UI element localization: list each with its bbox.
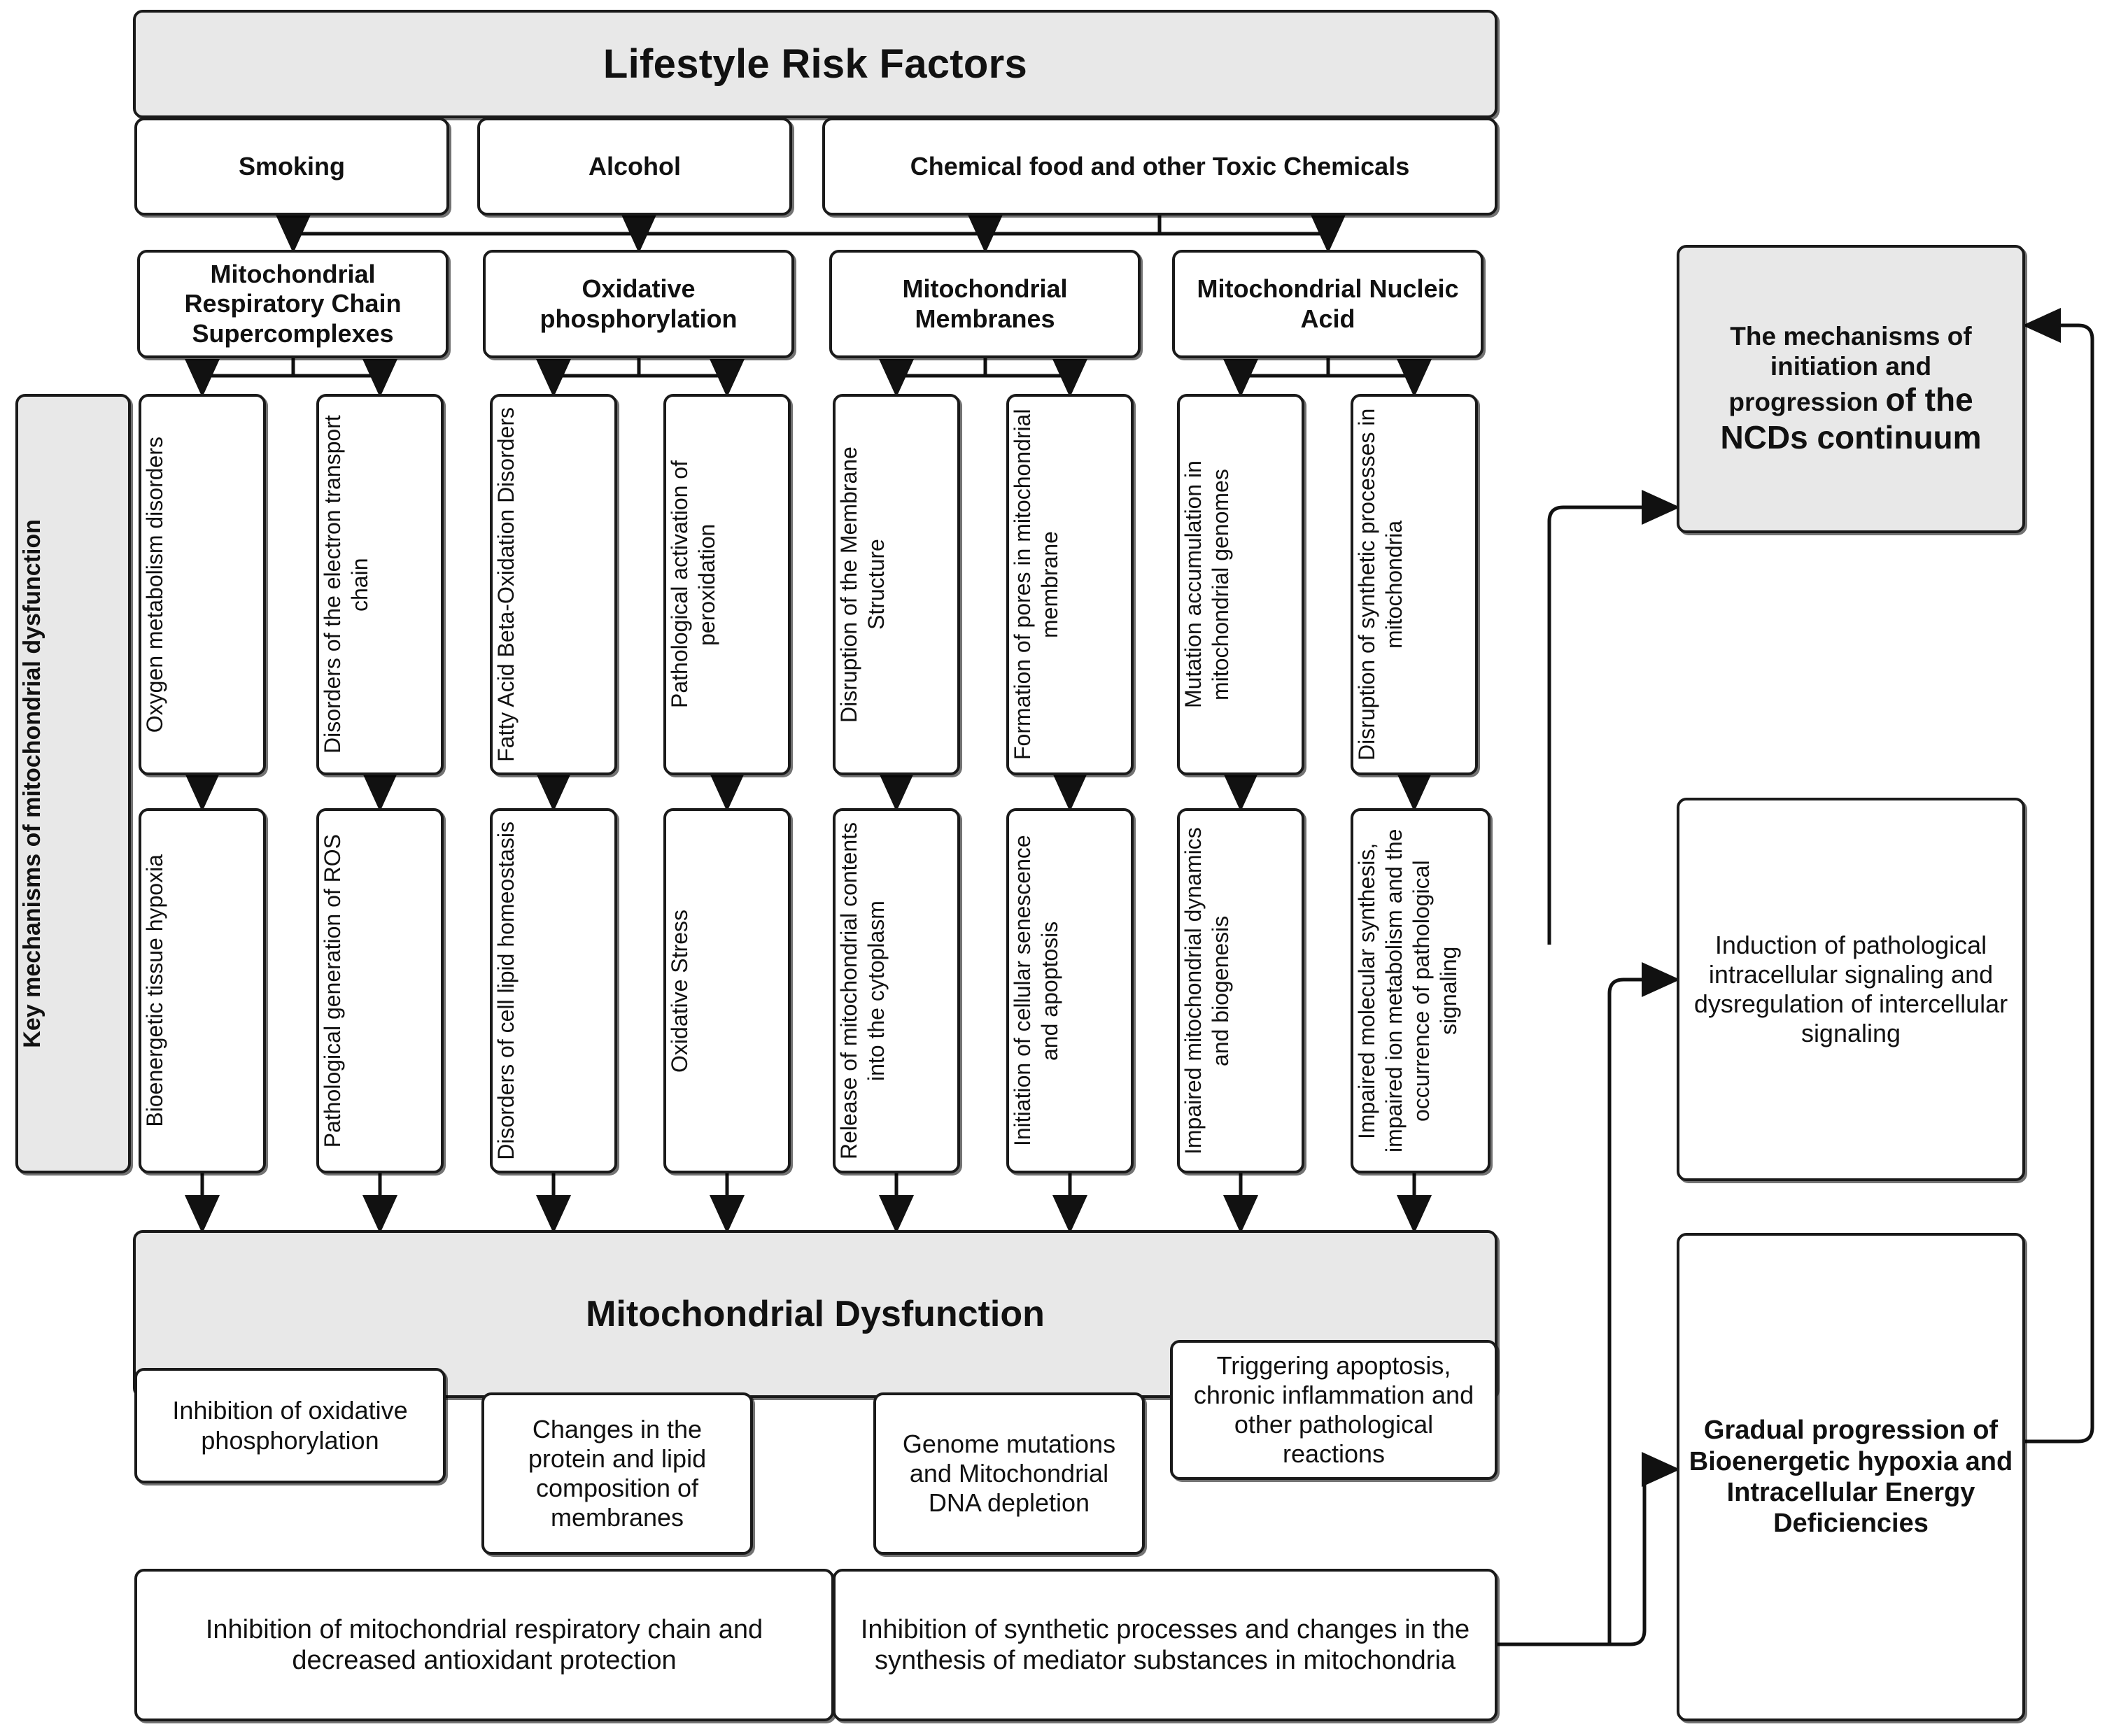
dysfunction-title: Mitochondrial Dysfunction [586, 1293, 1045, 1334]
ncds-line-2: initiation and [1770, 352, 1932, 381]
dysfunction-outcome-3[interactable]: Triggering apoptosis, chronic inflammati… [1170, 1340, 1498, 1480]
risk-factor-alcohol[interactable]: Alcohol [477, 118, 792, 216]
mechanism-label: Pathological activation of peroxidation [667, 460, 720, 709]
mechanism-b-2[interactable]: Disorders of cell lipid homeostasis [490, 808, 617, 1173]
mechanism-label: Initiation of cellular senescence and ap… [1010, 835, 1063, 1147]
mechanism-a-2[interactable]: Fatty Acid Beta-Oxidation Disorders [490, 394, 617, 775]
mechanism-label: Disruption of synthetic processes in mit… [1354, 408, 1407, 761]
mechanism-a-6[interactable]: Mutation accumulation in mitochondrial g… [1177, 394, 1304, 775]
side-label-key-mechanisms: Key mechanisms of mitochondrial dysfunct… [15, 394, 131, 1173]
mechanism-b-3[interactable]: Oxidative Stress [663, 808, 791, 1173]
mechanism-label: Bioenergetic tissue hypoxia [142, 854, 167, 1127]
mechanism-label: Disorders of the electron transport chai… [320, 415, 373, 754]
mechanism-label: Disorders of cell lipid homeostasis [493, 821, 519, 1160]
bottom-outcome-1[interactable]: Inhibition of synthetic processes and ch… [833, 1569, 1498, 1721]
mechanism-b-5[interactable]: Initiation of cellular senescence and ap… [1006, 808, 1134, 1173]
risk-factor-label: Chemical food and other Toxic Chemicals [910, 151, 1410, 181]
risk-factor-label: Alcohol [589, 151, 681, 181]
mechanism-label: Disruption of the Membrane Structure [836, 446, 889, 723]
mechanism-b-1[interactable]: Pathological generation of ROS [316, 808, 444, 1173]
target-oxidative-phosphorylation[interactable]: Oxidative phosphorylation [483, 250, 794, 358]
target-label: Mitochondrial Membranes [902, 274, 1068, 333]
outcome-label: Genome mutations and Mitochondrial DNA d… [902, 1429, 1116, 1518]
mechanism-a-3[interactable]: Pathological activation of peroxidation [663, 394, 791, 775]
ncds-line-3-big: of the [1885, 381, 1973, 418]
induction-signaling-box[interactable]: Induction of pathological intracellular … [1677, 798, 2025, 1181]
induction-label: Induction of pathological intracellular … [1693, 930, 2008, 1048]
ncds-continuum-label: The mechanisms of initiation and progres… [1679, 321, 2022, 457]
mechanism-label: Formation of pores in mitochondrial memb… [1010, 409, 1063, 761]
mechanism-label: Pathological generation of ROS [320, 833, 345, 1148]
dysfunction-outcome-0[interactable]: Inhibition of oxidative phosphorylation [134, 1368, 446, 1483]
mechanism-label: Release of mitochondrial contents into t… [836, 821, 889, 1160]
mechanism-label: Impaired mitochondrial dynamics and biog… [1181, 827, 1234, 1155]
target-label: Mitochondrial Respiratory Chain Supercom… [184, 260, 402, 348]
dysfunction-outcome-2[interactable]: Genome mutations and Mitochondrial DNA d… [873, 1392, 1145, 1555]
mechanism-label: Impaired molecular synthesis, impaired i… [1354, 828, 1462, 1153]
target-mitochondrial-nucleic-acid[interactable]: Mitochondrial Nucleic Acid [1172, 250, 1484, 358]
bottom-outcome-0[interactable]: Inhibition of mitochondrial respiratory … [134, 1569, 834, 1721]
mechanism-b-7[interactable]: Impaired molecular synthesis, impaired i… [1351, 808, 1491, 1173]
outcome-label: Changes in the protein and lipid composi… [528, 1414, 707, 1532]
dysfunction-outcome-1[interactable]: Changes in the protein and lipid composi… [481, 1392, 753, 1555]
outcome-label: Triggering apoptosis, chronic inflammati… [1193, 1350, 1474, 1469]
mechanism-label: Mutation accumulation in mitochondrial g… [1181, 460, 1234, 709]
page-title: Lifestyle Risk Factors [603, 41, 1028, 87]
mechanism-b-6[interactable]: Impaired mitochondrial dynamics and biog… [1177, 808, 1304, 1173]
gradual-progression-box[interactable]: Gradual progression of Bioenergetic hypo… [1677, 1233, 2025, 1721]
ncds-continuum-box[interactable]: The mechanisms of initiation and progres… [1677, 245, 2025, 533]
risk-factor-label: Smoking [238, 151, 345, 181]
mechanism-label: Oxygen metabolism disorders [142, 436, 167, 733]
target-label: Oxidative phosphorylation [540, 274, 738, 333]
mechanism-b-4[interactable]: Release of mitochondrial contents into t… [833, 808, 960, 1173]
risk-factor-smoking[interactable]: Smoking [134, 118, 449, 216]
mechanism-label: Fatty Acid Beta-Oxidation Disorders [493, 407, 519, 762]
mechanism-a-4[interactable]: Disruption of the Membrane Structure [833, 394, 960, 775]
mechanism-label: Oxidative Stress [667, 909, 692, 1073]
ncds-line-3-small: progression [1728, 388, 1886, 417]
target-respiratory-chain-supercomplexes[interactable]: Mitochondrial Respiratory Chain Supercom… [137, 250, 449, 358]
bottom-outcome-label: Inhibition of mitochondrial respiratory … [205, 1614, 763, 1675]
lifestyle-risk-factors-header: Lifestyle Risk Factors [133, 10, 1498, 118]
target-label: Mitochondrial Nucleic Acid [1197, 274, 1459, 333]
bottom-outcome-label: Inhibition of synthetic processes and ch… [860, 1614, 1470, 1675]
ncds-line-1: The mechanisms of [1730, 321, 1972, 351]
mechanism-a-1[interactable]: Disorders of the electron transport chai… [316, 394, 444, 775]
mechanism-b-0[interactable]: Bioenergetic tissue hypoxia [139, 808, 266, 1173]
risk-factor-chemicals[interactable]: Chemical food and other Toxic Chemicals [822, 118, 1498, 216]
mechanism-a-7[interactable]: Disruption of synthetic processes in mit… [1351, 394, 1478, 775]
target-mitochondrial-membranes[interactable]: Mitochondrial Membranes [829, 250, 1141, 358]
side-label-text: Key mechanisms of mitochondrial dysfunct… [19, 519, 45, 1048]
mechanism-a-5[interactable]: Formation of pores in mitochondrial memb… [1006, 394, 1134, 775]
gradual-progression-label: Gradual progression of Bioenergetic hypo… [1689, 1416, 2013, 1539]
mechanism-a-0[interactable]: Oxygen metabolism disorders [139, 394, 266, 775]
ncds-line-4-big: NCDs continuum [1720, 419, 1982, 456]
outcome-label: Inhibition of oxidative phosphorylation [172, 1396, 408, 1455]
